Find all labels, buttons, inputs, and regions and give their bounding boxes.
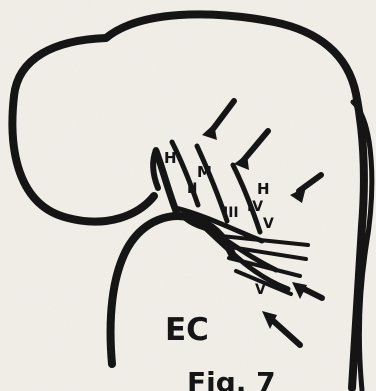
caption-fragment: Fig. 7 (187, 366, 276, 391)
label-iii: III (223, 205, 239, 221)
label-v-lower: V (255, 282, 266, 298)
label-h-2: H (257, 180, 270, 198)
label-h-1: H (164, 149, 177, 167)
label-ii: II (187, 181, 197, 197)
label-iv: IV (247, 199, 263, 215)
region-label-ec: EC (165, 312, 209, 348)
label-v-upper: V (263, 216, 274, 232)
label-m: M (197, 163, 212, 181)
